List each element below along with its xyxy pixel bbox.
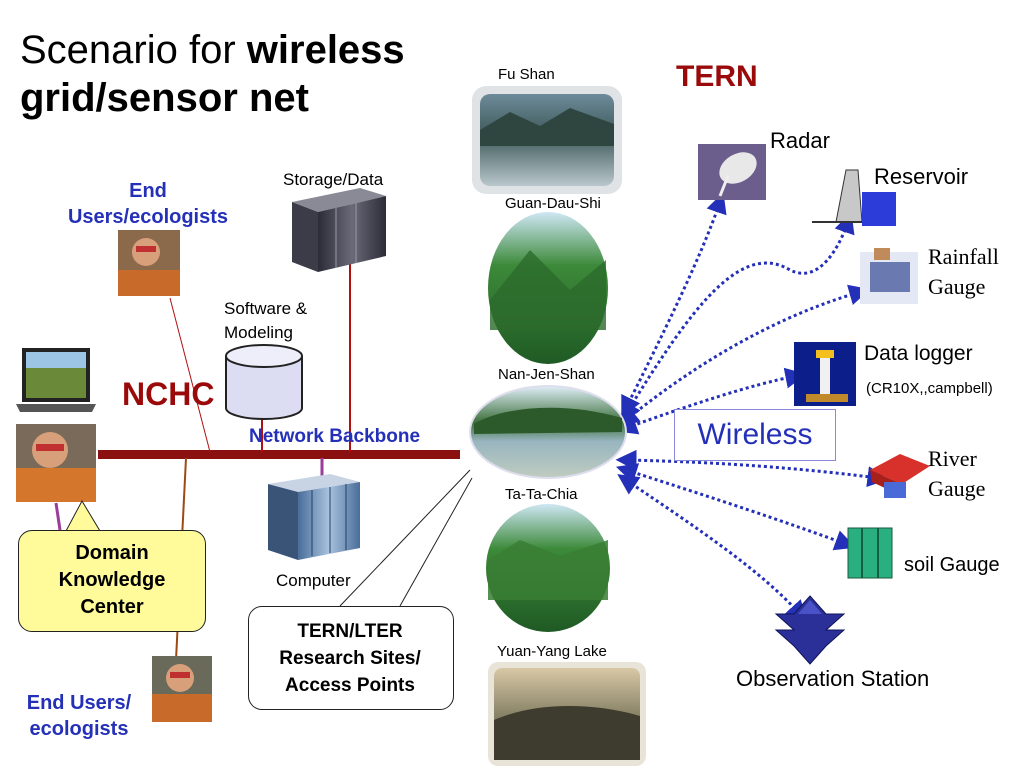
site-image-guan-dau-shi bbox=[488, 212, 608, 364]
rainfall-gauge-icon bbox=[860, 248, 918, 304]
end-users-bottom-label: End Users/ ecologists bbox=[0, 690, 158, 742]
radar-dish-icon bbox=[698, 144, 766, 200]
rainfall-line1: Rainfall bbox=[928, 244, 999, 269]
title-bold-1: wireless bbox=[246, 28, 405, 72]
user-photo-middle bbox=[16, 424, 96, 502]
link-datalogger bbox=[616, 367, 807, 435]
observation-station-icon bbox=[774, 595, 846, 665]
tern-sites-line1: TERN/LTER bbox=[297, 621, 403, 642]
tern-callout-line-b bbox=[399, 477, 473, 607]
domain-line2: Knowledge bbox=[58, 569, 166, 591]
river-line2: Gauge bbox=[928, 476, 986, 501]
site-image-fu-shan bbox=[472, 86, 622, 194]
tern-sites-box bbox=[248, 606, 454, 710]
site-image-ta-ta-chia bbox=[486, 504, 610, 632]
river-line1: River bbox=[928, 446, 977, 471]
computer-cluster-icon bbox=[268, 474, 360, 560]
end-users-bottom-line1: End Users/ bbox=[26, 692, 132, 714]
domain-knowledge-text: Domain Knowledge Center bbox=[18, 540, 206, 621]
software-label: Software & Modeling bbox=[224, 297, 307, 345]
software-line2: Modeling bbox=[224, 323, 293, 342]
link-soil bbox=[615, 463, 856, 551]
site-label-guan-dau-shi: Guan-Dau-Shi bbox=[505, 195, 601, 212]
site-image-nan-jen-shan bbox=[469, 385, 627, 479]
domain-callout-pointer bbox=[65, 499, 101, 532]
site-label-yuan-yang-lake: Yuan-Yang Lake bbox=[497, 643, 607, 660]
storage-label: Storage/Data bbox=[283, 170, 384, 189]
domain-connector bbox=[54, 502, 62, 531]
end-users-bottom-line2: ecologists bbox=[29, 718, 129, 740]
domain-knowledge-box bbox=[18, 530, 206, 632]
title-bold-2: grid/sensor net bbox=[20, 76, 309, 120]
end-users-top-label: End Users/ecologists bbox=[48, 178, 248, 230]
domain-line3: Center bbox=[80, 596, 144, 618]
tern-sites-line2: Research Sites/ bbox=[279, 648, 421, 669]
soil-gauge-label: soil Gauge bbox=[904, 554, 1000, 576]
tern-heading: TERN bbox=[676, 60, 758, 93]
database-cylinder-icon bbox=[225, 344, 303, 420]
data-logger-sub-label: (CR10X,,campbell) bbox=[866, 380, 993, 397]
network-backbone-label: Network Backbone bbox=[249, 426, 421, 447]
tern-sites-line3: Access Points bbox=[285, 675, 415, 696]
reservoir-label: Reservoir bbox=[874, 164, 969, 189]
link-river bbox=[615, 449, 889, 488]
wireless-links bbox=[615, 192, 889, 622]
user-photo-bottom bbox=[152, 656, 212, 722]
tern-callout-line-a bbox=[339, 469, 471, 607]
network-backbone-bar bbox=[98, 450, 460, 459]
page-title: Scenario for wireless grid/sensor net bbox=[20, 26, 480, 122]
link-radar bbox=[621, 192, 727, 418]
river-gauge-label: River Gauge bbox=[928, 444, 985, 504]
rainfall-line2: Gauge bbox=[928, 274, 986, 299]
end-users-top-line2: Users/ecologists bbox=[67, 206, 229, 228]
site-label-fu-shan: Fu Shan bbox=[498, 66, 555, 83]
observation-station-label: Observation Station bbox=[736, 666, 930, 691]
computer-label: Computer bbox=[276, 571, 351, 590]
tern-sites-text: TERN/LTER Research Sites/ Access Points bbox=[248, 618, 452, 699]
laptop-icon bbox=[16, 348, 96, 412]
title-normal: Scenario for bbox=[20, 28, 247, 72]
domain-line1: Domain bbox=[75, 542, 149, 564]
data-logger-icon bbox=[794, 342, 856, 406]
user-photo-top bbox=[118, 230, 180, 296]
storage-server-icon bbox=[292, 188, 386, 272]
river-gauge-icon bbox=[870, 454, 930, 498]
end-user-top-connector bbox=[169, 297, 211, 453]
data-logger-label: Data logger bbox=[864, 342, 973, 365]
soil-gauge-icon bbox=[847, 527, 893, 579]
rainfall-gauge-label: Rainfall Gauge bbox=[928, 242, 999, 302]
software-line1: Software & bbox=[224, 299, 308, 318]
end-users-top-line1: End bbox=[129, 180, 167, 202]
wireless-label: Wireless bbox=[674, 409, 836, 461]
link-observation bbox=[617, 474, 808, 622]
radar-label: Radar bbox=[770, 128, 830, 153]
reservoir-icon bbox=[812, 169, 896, 226]
site-image-yuan-yang-lake bbox=[488, 662, 646, 766]
site-label-ta-ta-chia: Ta-Ta-Chia bbox=[505, 486, 578, 503]
nchc-label: NCHC bbox=[122, 376, 215, 412]
site-label-nan-jen-shan: Nan-Jen-Shan bbox=[498, 366, 595, 383]
